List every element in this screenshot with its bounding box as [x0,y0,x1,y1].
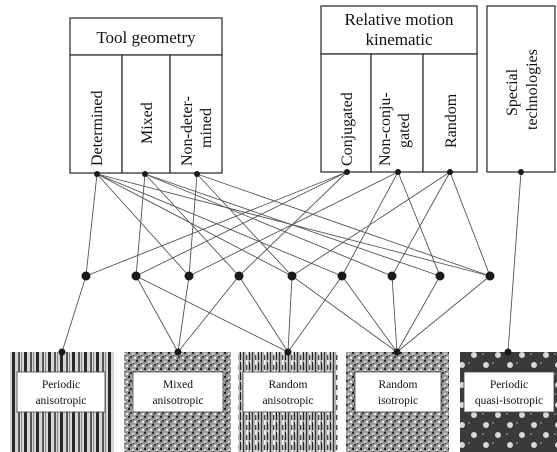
node [142,171,148,177]
link [144,173,393,277]
link [188,171,399,277]
non-determined-box [169,54,223,174]
texture-label-box [242,371,334,413]
link [287,275,343,353]
relative-motion-group: Relative motion kinematic Conjugated Non… [320,5,478,173]
tool-geometry-group: Tool geometry Determined Mixed Non-deter… [69,17,223,174]
determined-label: Determined [89,90,106,166]
link [61,275,87,353]
node [387,271,397,281]
link [287,275,293,353]
texture-label-line2: isotropic [378,395,418,407]
link [144,173,240,277]
node [81,271,91,281]
tool-geometry-title: Tool geometry [96,28,196,47]
node [337,271,347,281]
node [174,348,182,356]
nodes [81,169,524,281]
special-technologies-group: Special technologies [486,5,556,173]
texture-periodic-anisotropic: Periodic anisotropic [10,348,114,452]
link [396,275,491,353]
link [177,275,240,353]
node [58,348,66,356]
texture-label-line2: anisotropic [35,395,86,407]
texture-periodic-quasi-isotropic: Periodic quasi-isotropic [460,348,557,452]
node [184,271,194,281]
mixed-label: Mixed [139,102,156,144]
node [344,169,350,175]
node [485,271,495,281]
link [96,173,190,277]
non-conjugated-label-line1: Non-conju- [377,92,394,166]
texture-label-line1: Random [269,379,308,391]
link [396,275,441,353]
special-technologies-label-line1: Special [504,68,521,116]
texture-label-line2: anisotropic [152,395,203,407]
texture-label-line2: quasi-isotropic [475,395,543,407]
special-technologies-label-line2: technologies [524,49,541,130]
texture-label-line2: anisotropic [262,395,313,407]
link [135,275,289,353]
node [287,271,297,281]
mixed-box [121,54,171,174]
link [196,173,293,277]
texture-label-line1: Periodic [42,379,80,391]
link [177,275,190,353]
node [94,171,100,177]
link [391,275,398,353]
texture-label-line1: Random [379,379,418,391]
link [135,275,179,353]
texture-label-line1: Mixed [163,379,193,391]
link [397,171,441,277]
random-motion-label: Random [443,93,460,148]
link [507,171,522,353]
non-determined-label-line1: Non-deter- [179,96,196,166]
link [188,173,198,277]
link [341,275,398,353]
link [341,171,399,277]
link [391,171,451,277]
link [135,173,146,277]
non-determined-label-line2: mined [198,108,215,148]
texture-label-line1: Periodic [490,379,528,391]
node [518,169,524,175]
link [85,171,348,277]
relative-motion-title-line2: kinematic [365,30,432,49]
random-motion-box [422,53,478,173]
texture-mixed-anisotropic: Mixed anisotropic [124,348,231,452]
special-technologies-box [486,5,556,173]
link [196,173,491,277]
non-conjugated-label-line2: gated [396,113,413,148]
node [447,169,453,175]
link [96,173,293,277]
node [194,171,200,177]
node [435,271,445,281]
link [291,171,451,277]
texture-label-box [354,371,442,413]
node [393,348,401,356]
node [504,348,512,356]
link [85,173,98,277]
conjugated-box [320,53,372,173]
link [135,171,348,277]
connection-lines [61,171,522,353]
texture-random-anisotropic: Random anisotropic [238,348,338,452]
link [96,173,343,277]
conjugated-label: Conjugated [339,92,356,166]
link [449,171,491,277]
relative-motion-title-line1: Relative motion [344,10,454,29]
determined-box [69,54,123,174]
link [238,275,289,353]
node [131,271,141,281]
texture-label-box [16,371,106,413]
link [291,275,398,353]
tool-geometry-title-box [69,17,223,56]
texture-label-box [132,371,224,413]
node [395,169,401,175]
texture-random-isotropic: Random isotropic [346,348,449,452]
node [284,348,292,356]
texture-label-box [463,371,555,413]
node [234,271,244,281]
